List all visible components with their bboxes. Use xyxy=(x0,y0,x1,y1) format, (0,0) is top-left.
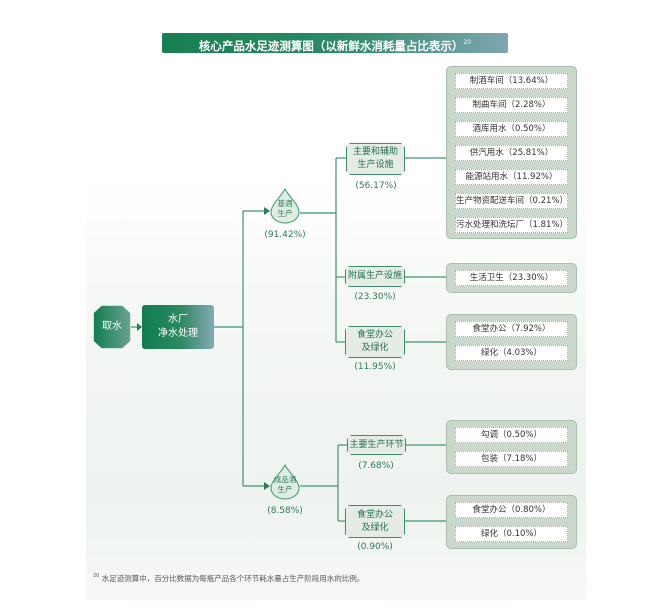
title-text: 核心产品水足迹测算图（以新鲜水消耗量占比表示） xyxy=(198,39,464,53)
node-label: 成品酒 xyxy=(273,475,297,484)
percentage-label: (56.17%) xyxy=(355,181,397,191)
footnote-ref: 20 xyxy=(93,573,100,579)
node-label: 附属生产设施 xyxy=(347,271,402,281)
node-label: 食堂办公 xyxy=(356,509,393,520)
arrow-icon xyxy=(137,323,142,331)
list-item: 勾调（0.50%） xyxy=(455,427,568,443)
list-item: 酒库用水（0.50%） xyxy=(455,121,568,137)
footnote-text: 水足迹测算中，百分比数据为每瓶产品各个环节耗水量占生产阶段用水的比例。 xyxy=(101,574,365,583)
node-label: 净水处理 xyxy=(158,328,198,339)
list-item: 包装（7.18%） xyxy=(455,451,568,467)
node-label: 生产 xyxy=(277,485,293,494)
list-item: 制酒车间（13.64%） xyxy=(455,73,568,89)
main-aux-items-group: 制酒车间（13.64%） 制曲车间（2.28%） 酒库用水（0.50%） 供汽用… xyxy=(446,66,577,239)
diagram-title: 核心产品水足迹测算图（以新鲜水消耗量占比表示）20 xyxy=(162,33,508,53)
footnote: 20 水足迹测算中，百分比数据为每瓶产品各个环节耗水量占生产阶段用水的比例。 xyxy=(93,573,364,584)
list-item: 食堂办公（7.92%） xyxy=(455,321,568,337)
node-label: 及绿化 xyxy=(361,343,389,353)
node-label: 水厂 xyxy=(168,314,188,325)
ancillary-items-group: 生活卫生（23.30%） xyxy=(446,263,577,293)
list-item: 食堂办公（0.80%） xyxy=(455,502,568,518)
list-item: 绿化（0.10%） xyxy=(455,526,568,542)
list-item: 供汽用水（25.81%） xyxy=(455,145,568,161)
list-item: 生活卫生（23.30%） xyxy=(455,270,568,286)
water-plant-node: 水厂净水处理 xyxy=(142,305,214,349)
node-label: 生产 xyxy=(277,209,293,218)
node-label: 基酒 xyxy=(277,199,293,208)
percentage-label: (0.90%) xyxy=(357,542,393,552)
percentage-label: (11.95%) xyxy=(354,362,396,372)
main-production-node: 主要生产环节 xyxy=(347,435,406,455)
main-aux-facilities-node: 主要和辅助生产设施 xyxy=(346,143,405,175)
ancillary-facilities-node: 附属生产设施 xyxy=(345,266,405,287)
water-intake-node: 取水 xyxy=(93,305,131,349)
canteen-office-greening-node: 食堂办公及绿化 xyxy=(345,326,405,358)
canteen-items-group-2: 食堂办公（0.80%） 绿化（0.10%） xyxy=(446,495,577,549)
water-drop-icon xyxy=(270,464,300,500)
arrow-icon xyxy=(264,207,270,215)
node-label: 取水 xyxy=(102,321,122,332)
base-liquor-drop: 基酒生产 xyxy=(270,188,300,224)
list-item: 能源站用水（11.92%） xyxy=(455,169,568,185)
percentage-label: (91.42%) xyxy=(264,230,306,240)
node-label: 食堂办公 xyxy=(356,330,393,340)
node-label: 主要生产环节 xyxy=(349,439,404,450)
water-drop-icon xyxy=(270,188,300,224)
list-item: 污水处理和洗坛厂（1.81%） xyxy=(455,217,568,233)
list-item: 绿化（4.03%） xyxy=(455,345,568,361)
percentage-label: (7.68%) xyxy=(358,461,394,471)
node-label: 及绿化 xyxy=(361,522,389,533)
node-label: 主要和辅助 xyxy=(352,147,398,157)
arrow-icon xyxy=(264,482,270,490)
finished-liquor-drop: 成品酒生产 xyxy=(270,464,300,500)
percentage-label: (23.30%) xyxy=(354,292,396,302)
canteen-items-group: 食堂办公（7.92%） 绿化（4.03%） xyxy=(446,314,577,370)
percentage-label: (8.58%) xyxy=(267,506,303,516)
node-label: 生产设施 xyxy=(357,160,394,170)
list-item: 制曲车间（2.28%） xyxy=(455,97,568,113)
canteen-office-greening-node-2: 食堂办公及绿化 xyxy=(345,505,405,538)
footnote-ref: 20 xyxy=(463,39,472,46)
list-item: 生产物资配送车间（0.21%） xyxy=(455,193,568,209)
main-production-items-group: 勾调（0.50%） 包装（7.18%） xyxy=(446,420,577,474)
